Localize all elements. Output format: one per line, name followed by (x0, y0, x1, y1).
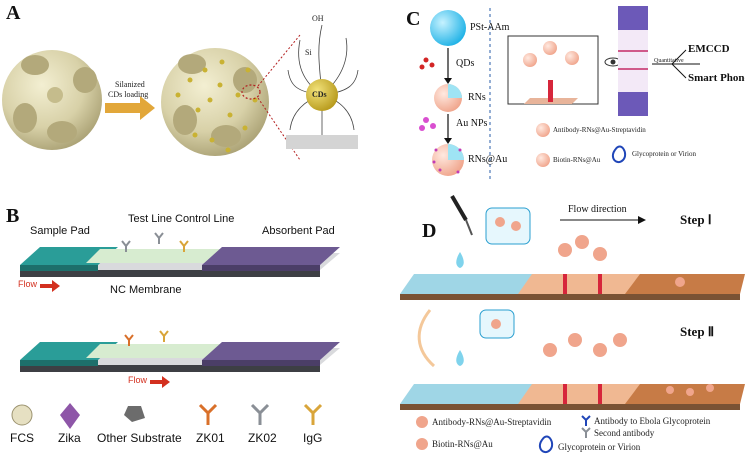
bubble-step1 (485, 207, 531, 245)
si-label: Si (305, 48, 312, 57)
legend-zk01: ZK01 (196, 431, 225, 445)
legend-d-glycoprotein: Glycoprotein or Virion (558, 442, 641, 452)
panel-d: D Flow direction Step Ⅰ Step Ⅱ Antibody-… (400, 190, 745, 464)
drop-icon-1 (456, 252, 464, 268)
emccd-label: EMCCD (688, 43, 730, 55)
strip-step2 (400, 384, 745, 410)
legend-d-ebola-antibody: Antibody to Ebola Glycoprotein (594, 416, 711, 426)
legend-other-substrate: Other Substrate (97, 431, 182, 445)
arrow-text-silanized: Silanized (115, 80, 145, 89)
legend-glycoprotein-icon (538, 435, 554, 454)
rns-label: RNs (468, 92, 486, 103)
panel-c: C PSt-AAm QDs RNs Au NPs RNs@Au Quantita… (400, 0, 745, 185)
flow-label-bottom: Flow (128, 375, 148, 385)
arrow-text-cds-loading: CDs loading (108, 90, 149, 99)
pst-aam-label: PSt-AAm (470, 22, 510, 33)
control-line-label: Control Line (175, 213, 235, 225)
legend-antibody-rns-icon (416, 416, 428, 428)
panel-b-label: B (6, 205, 20, 227)
glycoprotein-icon (611, 145, 627, 164)
fcs-particle-loaded (161, 48, 269, 156)
zoom-line-top (257, 34, 301, 87)
step2-label: Step Ⅱ (680, 324, 715, 339)
biotin-rns-icon (536, 153, 550, 167)
panel-a: A Silanized CDs loading CDs OH Si (0, 0, 360, 200)
legend-antibody-rns: Antibody-RNs@Au-Streptavidin (553, 126, 646, 134)
qds-label: QDs (456, 58, 475, 69)
panel-d-illustration (400, 194, 745, 454)
flow-direction-label: Flow direction (568, 204, 627, 215)
pipette-icon (450, 194, 473, 236)
fcs-particle-empty (2, 50, 102, 150)
antibody-rns-icon (536, 123, 550, 137)
flow-arrow-top (40, 280, 60, 292)
cds-label: CDs (312, 90, 327, 99)
strip-step1 (400, 274, 745, 300)
step-transition-arrow (417, 309, 436, 368)
test-strip-bottom (20, 342, 340, 372)
legend-zika: Zika (58, 431, 81, 445)
panel-d-label: D (422, 220, 437, 242)
legend-icons (11, 403, 323, 429)
au-label: Au NPs (456, 118, 488, 129)
test-strip-top (20, 247, 340, 277)
smart-phone-label: Smart Phone (688, 72, 745, 84)
step1-label: Step Ⅰ (680, 212, 712, 227)
panel-c-illustration (419, 6, 700, 180)
drop-icon-2 (456, 350, 464, 366)
silanol-label: OH (312, 14, 324, 23)
sample-pad-label: Sample Pad (30, 225, 90, 237)
pst-aam-sphere (430, 10, 466, 46)
flow-label-top: Flow (18, 279, 38, 289)
legend-d-biotin-rns: Biotin-RNs@Au (432, 439, 493, 449)
panel-c-label: C (406, 8, 421, 30)
cd-core (306, 79, 338, 111)
test-line-label: Test Line (128, 213, 173, 225)
legend-d-antibody-rns: Antibody-RNs@Au-Streptavidin (432, 417, 552, 427)
panel-a-illustration (2, 24, 359, 161)
legend-fcs: FCS (10, 431, 34, 445)
legend-igg: IgG (303, 431, 323, 445)
second-antibody-icon (581, 427, 591, 438)
legend-glycoprotein: Glycoprotein or Virion (632, 150, 696, 158)
rnsau-label: RNs@Au (468, 154, 508, 165)
panel-a-label: A (6, 2, 21, 24)
quantitative-label: Quantitative (654, 58, 684, 64)
absorbent-pad-label: Absorbent Pad (262, 225, 335, 237)
flow-arrow-bottom (150, 376, 170, 388)
legend-biotin-rns: Biotin-RNs@Au (553, 156, 601, 164)
zoom-line-bottom (257, 97, 301, 161)
legend-d-second-antibody: Second antibody (594, 428, 655, 438)
panel-b-illustration (11, 232, 340, 429)
panel-b: B Sample Pad Test Line Control Line Abso… (0, 205, 360, 464)
legend-zk02: ZK02 (248, 431, 277, 445)
legend-biotin-rns-icon (416, 438, 428, 450)
ebola-antibody-icon (581, 415, 591, 426)
loading-arrow (105, 96, 155, 120)
nc-membrane-label: NC Membrane (110, 284, 182, 296)
